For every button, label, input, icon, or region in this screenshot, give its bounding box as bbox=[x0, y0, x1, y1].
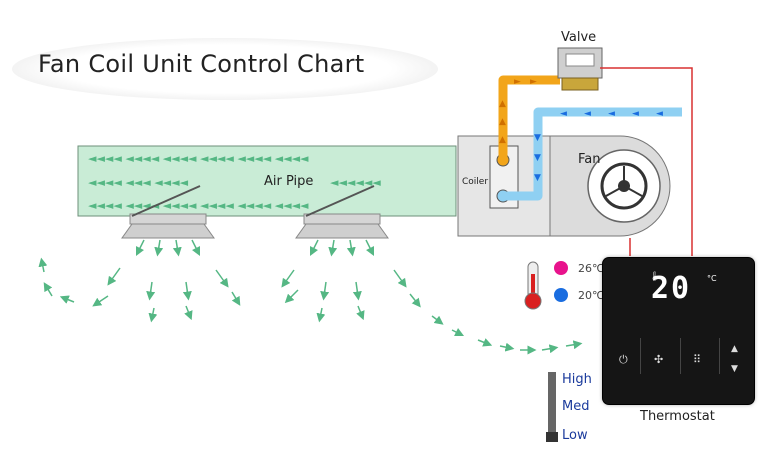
thermostat-unit: °C bbox=[707, 274, 717, 283]
outlet-left bbox=[121, 185, 215, 239]
arrow-up-icon[interactable]: ▲ bbox=[731, 344, 738, 354]
thermostat-display: 20 bbox=[651, 271, 692, 306]
hot-pipe-arrows: ▲ ▲ ▲ ► ► bbox=[499, 77, 537, 145]
svg-text:▼: ▼ bbox=[534, 133, 541, 143]
thermometer-icon bbox=[524, 261, 542, 310]
fan-speed-high: High bbox=[562, 372, 592, 387]
coiler-label: Coiler bbox=[462, 177, 489, 187]
page-title: Fan Coil Unit Control Chart bbox=[38, 50, 365, 78]
temp-mode-icon: 🌡 bbox=[649, 272, 661, 282]
control-wires bbox=[600, 67, 693, 256]
hot-pipe bbox=[498, 75, 560, 160]
fan-label: Fan bbox=[578, 152, 601, 167]
svg-text:▲: ▲ bbox=[499, 135, 506, 145]
svg-text:▼: ▼ bbox=[534, 153, 541, 163]
air-pipe-duct bbox=[77, 145, 457, 217]
svg-text:◄: ◄ bbox=[632, 109, 639, 119]
fan-speed-switch bbox=[546, 372, 558, 442]
svg-text:◄: ◄ bbox=[584, 109, 591, 119]
air-flow-arrows bbox=[38, 239, 583, 355]
cold-pipe bbox=[503, 107, 682, 201]
svg-text:◄: ◄ bbox=[656, 109, 663, 119]
cold-temp-label: 20℃ bbox=[578, 289, 605, 302]
svg-text:◄◄◄◄ ◄◄◄◄ ◄◄◄◄ ◄◄◄◄ ◄◄◄◄ ◄◄◄◄: ◄◄◄◄ ◄◄◄◄ ◄◄◄◄ ◄◄◄◄ ◄◄◄◄ ◄◄◄◄ bbox=[88, 152, 309, 165]
cold-temp-dot bbox=[554, 288, 568, 302]
air-pipe-label: Air Pipe bbox=[264, 174, 314, 189]
title-oval bbox=[12, 38, 438, 100]
svg-text:◄◄◄◄ ◄◄◄◄ ◄◄◄◄ ◄◄◄◄ ◄◄◄◄ ◄◄◄◄: ◄◄◄◄ ◄◄◄◄ ◄◄◄◄ ◄◄◄◄ ◄◄◄◄ ◄◄◄◄ bbox=[88, 199, 309, 212]
arrow-down-icon[interactable]: ▼ bbox=[731, 364, 738, 374]
fan-mode-icon[interactable]: ✣ bbox=[654, 353, 664, 366]
outlet-right bbox=[295, 185, 389, 239]
valve-label: Valve bbox=[561, 30, 597, 45]
svg-text:◄◄◄◄ ◄◄◄ ◄◄◄◄: ◄◄◄◄ ◄◄◄ ◄◄◄◄ bbox=[88, 176, 189, 189]
menu-icon[interactable]: ⠿ bbox=[693, 353, 702, 366]
air-pipe-arrows: ◄◄◄◄ ◄◄◄◄ ◄◄◄◄ ◄◄◄◄ ◄◄◄◄ ◄◄◄◄ ◄◄◄◄ ◄◄◄ ◄… bbox=[88, 152, 381, 212]
fan-unit bbox=[549, 135, 671, 237]
svg-text:►: ► bbox=[530, 77, 537, 87]
svg-text:◄◄◄◄◄◄: ◄◄◄◄◄◄ bbox=[330, 176, 381, 189]
fan-speed-med: Med bbox=[562, 399, 590, 414]
hot-temp-label: 26℃ bbox=[578, 262, 605, 275]
power-icon[interactable]: ⏻ bbox=[619, 353, 628, 366]
svg-text:▲: ▲ bbox=[499, 117, 506, 127]
svg-text:▼: ▼ bbox=[534, 173, 541, 183]
valve bbox=[557, 47, 603, 91]
svg-text:►: ► bbox=[514, 77, 521, 87]
svg-text:◄: ◄ bbox=[608, 109, 615, 119]
fan-speed-low: Low bbox=[562, 428, 588, 443]
thermostat-panel: 🌡 20 °C ⏻ ✣ ⠿ ▲ ▼ bbox=[603, 258, 754, 404]
svg-text:▲: ▲ bbox=[499, 99, 506, 109]
thermostat-label: Thermostat bbox=[640, 409, 715, 424]
svg-text:◄: ◄ bbox=[560, 109, 567, 119]
cold-pipe-arrows: ▼ ▼ ▼ ◄ ◄ ◄ ◄ ◄ bbox=[534, 109, 663, 183]
hot-temp-dot bbox=[554, 261, 568, 275]
